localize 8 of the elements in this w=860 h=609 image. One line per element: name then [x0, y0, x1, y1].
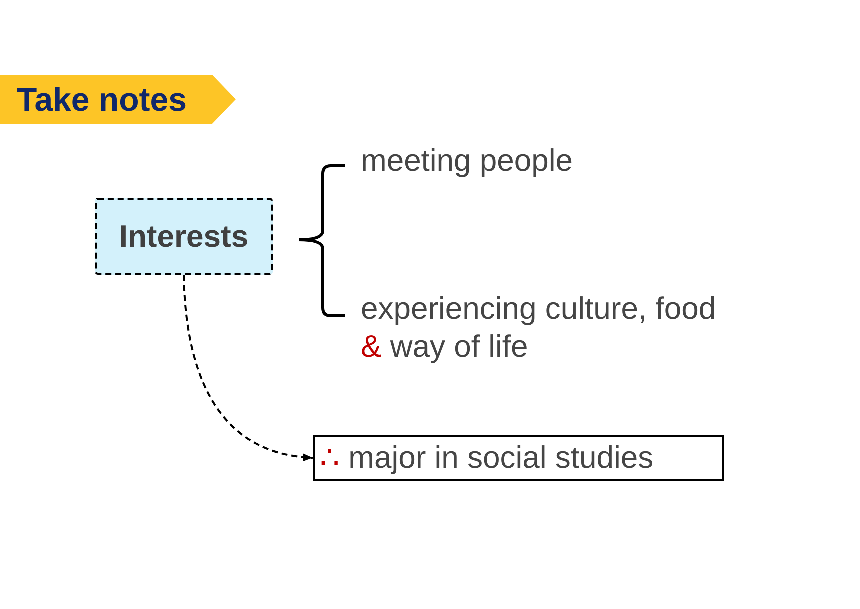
box-label: Interests — [119, 218, 249, 256]
title-banner: Take notes — [0, 75, 236, 124]
dashed-concept-box — [95, 198, 273, 275]
dashed-arrow — [183, 274, 314, 461]
brace-item-text: experiencing culture, food & way of life — [361, 290, 718, 366]
brace-item-text: meeting people — [361, 142, 574, 180]
box-label: ∴ major in social studies — [320, 439, 654, 477]
conclusion-box — [313, 435, 724, 481]
